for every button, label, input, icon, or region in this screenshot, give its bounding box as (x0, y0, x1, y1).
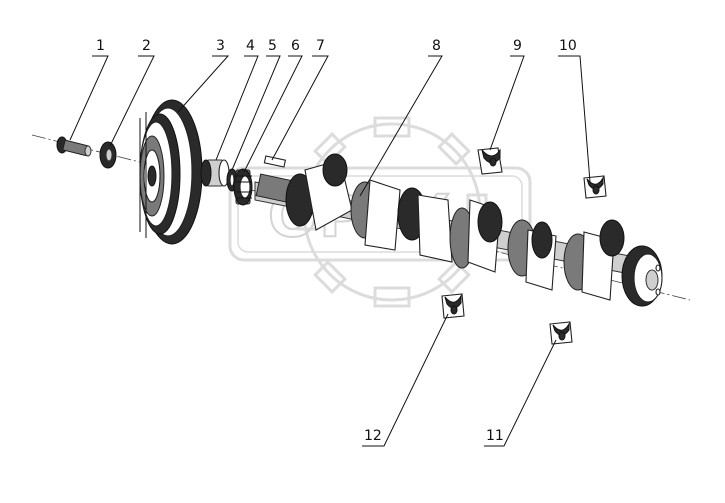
callout-10: 10 (559, 38, 577, 54)
callout-5: 5 (268, 38, 277, 54)
part-7-key (263, 155, 287, 168)
callout-4: 4 (246, 38, 255, 54)
callout-8: 8 (432, 38, 441, 54)
part-6-gear (233, 168, 253, 206)
part-1-bolt (56, 136, 92, 157)
part-2-washer (99, 141, 117, 169)
part-3-pulley (139, 99, 203, 245)
callout-6: 6 (291, 38, 300, 54)
callout-2: 2 (142, 38, 151, 54)
callout-7: 7 (316, 38, 325, 54)
callout-leaders (69, 55, 591, 447)
part-12-bearing-shell (441, 293, 465, 319)
part-8-crankshaft (254, 153, 663, 307)
part-9-bearing-shell (477, 147, 503, 175)
part-11-bearing-shell (549, 321, 573, 345)
callout-labels: 1 2 3 4 5 6 7 8 9 10 11 12 (96, 38, 577, 444)
callout-9: 9 (513, 38, 522, 54)
callout-3: 3 (216, 38, 225, 54)
callout-12: 12 (364, 428, 382, 444)
callout-11: 11 (486, 428, 504, 444)
part-4-collar (200, 159, 230, 187)
part-10-bearing-shell (583, 175, 607, 199)
watermark-frame (228, 166, 532, 262)
callout-1: 1 (96, 38, 105, 54)
